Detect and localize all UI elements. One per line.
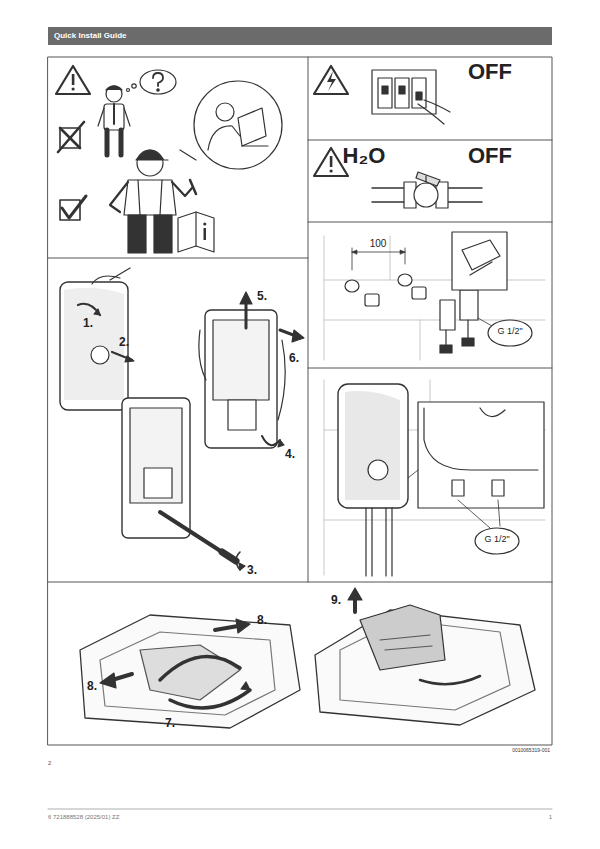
footer-reference: 6 721888528 (2025/01) ZZ xyxy=(48,814,119,821)
step-number: 6. xyxy=(289,352,299,365)
step-number: 7. xyxy=(165,717,175,730)
page-marker: 2 xyxy=(48,760,51,767)
step-number: 5. xyxy=(257,290,267,303)
header-title: Quick Install Guide xyxy=(54,29,126,43)
step-number: 2. xyxy=(119,336,129,349)
thread-size: G 1/2" xyxy=(484,535,509,545)
dimension: 100 xyxy=(370,238,387,249)
step-number: 1. xyxy=(83,317,93,330)
page-number: 1 xyxy=(549,814,552,821)
step-number: 3. xyxy=(247,564,257,577)
step-number: 9. xyxy=(331,594,341,607)
step-number: 4. xyxy=(285,448,295,461)
step-number: 8. xyxy=(257,614,267,627)
thread-size: G 1/2" xyxy=(497,327,522,337)
step-number: 8. xyxy=(87,680,97,693)
valve-state: OFF xyxy=(468,144,512,168)
document-code: 0010065319-001 xyxy=(512,748,550,754)
medium-label: H₂O xyxy=(343,144,386,168)
switch-state: OFF xyxy=(468,60,512,84)
